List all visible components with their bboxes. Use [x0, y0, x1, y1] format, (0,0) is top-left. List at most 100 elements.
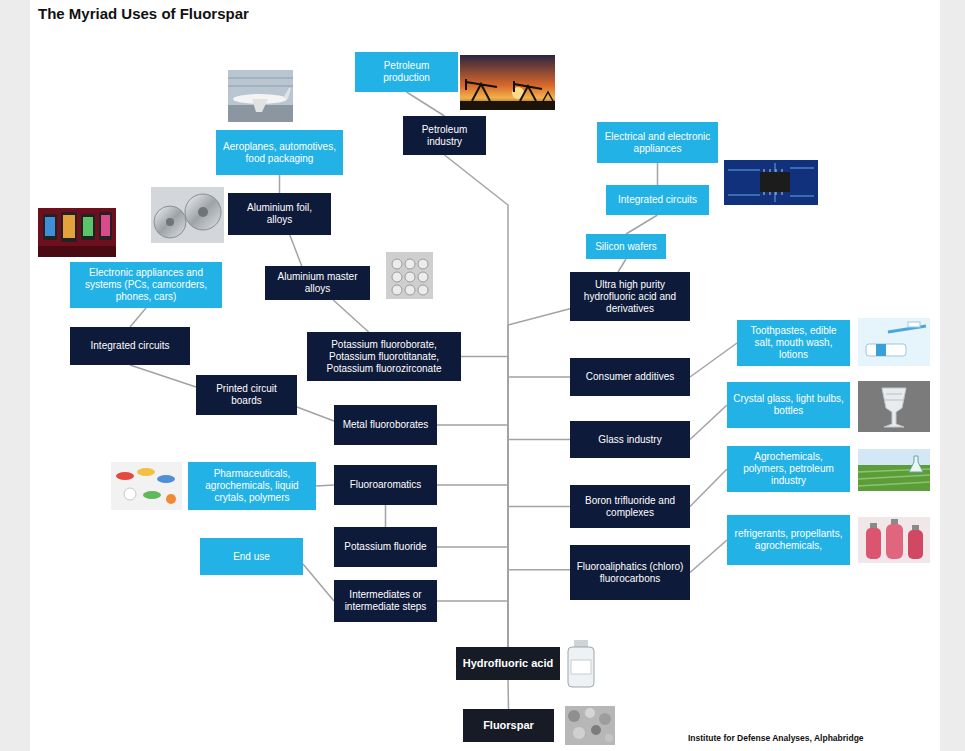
alloy-cell: [392, 259, 402, 269]
alloy-cell: [392, 285, 402, 295]
rock: [585, 708, 595, 718]
shelf: [38, 246, 116, 257]
valve: [870, 523, 877, 528]
aluminium-rolls-photo: [151, 187, 224, 243]
alloy-cell: [418, 285, 428, 295]
end-use-box: Agrochemicals, polymers, petroleum indus…: [727, 446, 850, 492]
glass-cut: [885, 394, 903, 400]
connector-line: [316, 485, 334, 486]
wing: [252, 99, 268, 112]
connector-line: [130, 308, 146, 327]
node-text: Aluminium master alloys: [271, 271, 364, 295]
alloy-cell: [405, 272, 415, 282]
phone: [99, 212, 112, 240]
electronics-photo: [38, 208, 116, 257]
connector-line: [279, 175, 281, 193]
white-panel: [30, 0, 940, 751]
pills-photo: [111, 462, 182, 510]
node-text: Printed circuit boards: [202, 383, 291, 407]
cylinder: [908, 530, 923, 559]
connector-line: [303, 564, 334, 601]
flask: [909, 456, 923, 472]
node-text: Consumer additives: [576, 371, 684, 383]
photo-ground: [38, 208, 116, 257]
photo-ground: [858, 381, 930, 432]
cylinder: [866, 528, 881, 559]
tube-stripe: [876, 344, 886, 356]
circuit-traces: [728, 163, 814, 202]
diagram-title: The Myriad Uses of Fluorspar: [38, 5, 249, 22]
node-text: Boron trifluoride and complexes: [576, 495, 684, 519]
category-box: Fluoroaromatics: [334, 465, 437, 505]
node-text: Potassium fluoroborate, Potassium fluoro…: [313, 339, 455, 375]
gas-cylinder-photo: [858, 517, 930, 563]
acid-bottle-photo: [568, 640, 594, 687]
photo-ground: [151, 187, 224, 243]
connector-line: [690, 469, 727, 507]
connector-line: [445, 155, 509, 647]
end-use-box: Crystal glass, light bulbs, bottles: [727, 382, 850, 428]
connector-line: [130, 365, 196, 387]
sunset-sky: [460, 55, 555, 110]
crystal-glass-photo: [858, 381, 930, 432]
node-text: Toothpastes, edible salt, mouth wash, lo…: [743, 325, 844, 361]
connector-line: [333, 300, 368, 332]
node-text: Metal fluoroborates: [340, 419, 431, 431]
photo-ground: [858, 517, 930, 563]
connector-line: [461, 357, 508, 648]
category-box: Potassium fluoride: [334, 527, 437, 567]
source-credit: Institute for Defense Analyses, Alphabri…: [688, 733, 864, 743]
connector-line: [508, 440, 570, 648]
connector-line: [618, 259, 626, 272]
node-text: Silicon wafers: [592, 241, 660, 253]
tail: [283, 88, 291, 99]
oil-field-photo: [460, 55, 555, 110]
connector-line: [437, 547, 508, 647]
source-box: Fluorspar: [463, 709, 554, 742]
rock: [605, 734, 613, 742]
agriculture-photo: [858, 449, 930, 491]
chip: [760, 172, 790, 192]
node-text: End use: [206, 551, 297, 563]
connector-line: [290, 235, 302, 266]
node-text: Integrated circuits: [612, 194, 703, 206]
tablet: [124, 488, 136, 500]
pill: [137, 468, 155, 476]
category-box: Consumer additives: [570, 358, 690, 396]
connector-line: [437, 601, 508, 647]
end-use-box: Pharmaceuticals, agrochemicals, liquid c…: [188, 462, 316, 510]
aluminium-roll: [185, 194, 221, 230]
roof-beams: [228, 78, 293, 86]
node-text: Glass industry: [576, 434, 684, 446]
phone: [81, 214, 95, 240]
connector-line: [508, 377, 570, 647]
category-box: Aluminium foil, alloys: [228, 193, 331, 235]
hangar: [228, 70, 293, 122]
toothpaste-tube: [866, 344, 906, 356]
node-text: Crystal glass, light bulbs, bottles: [733, 393, 844, 417]
connector-line: [508, 570, 570, 647]
node-text: Ultra high purity hydrofluoric acid and …: [576, 279, 684, 315]
node-text: Intermediates or intermediate steps: [340, 589, 431, 613]
phone: [61, 212, 77, 242]
end-use-box: Electronic appliances and systems (PCs, …: [70, 262, 222, 308]
connector-line: [437, 425, 508, 647]
category-box: Boron trifluoride and complexes: [570, 485, 690, 528]
category-box: Petroleum industry: [403, 116, 486, 155]
phone-screen: [63, 215, 75, 238]
fluorspar-rocks-photo: [565, 706, 615, 745]
aircraft-factory-photo: [228, 70, 293, 122]
tablet: [166, 494, 176, 504]
pumpjack: [514, 81, 542, 101]
alloy-cell: [418, 259, 428, 269]
category-box: Intermediates or intermediate steps: [334, 580, 437, 622]
field: [858, 449, 930, 491]
end-use-box: Aeroplanes, automotives, food packaging: [216, 130, 343, 175]
ground: [460, 101, 555, 110]
phone-screen: [83, 217, 93, 236]
node-text: Potassium fluoride: [340, 541, 431, 553]
toothpaste-photo: [858, 318, 930, 366]
category-box: Glass industry: [570, 421, 690, 458]
